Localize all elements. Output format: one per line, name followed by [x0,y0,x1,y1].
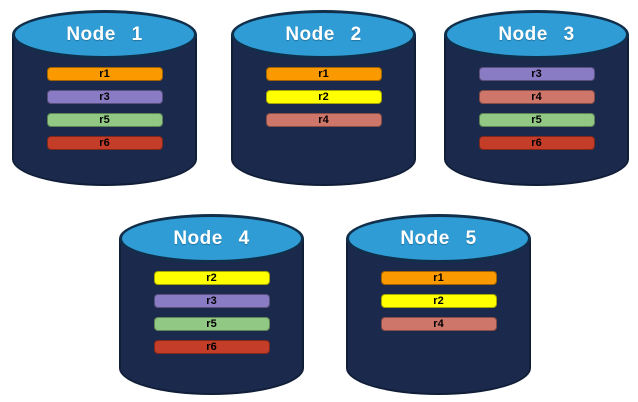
replica-bar: r4 [265,113,382,127]
cylinder-top-ellipse: Node 2 [231,10,416,59]
cylinder-top-ellipse: Node 3 [444,10,629,59]
replica-bar: r3 [153,294,270,308]
cylinder-body [346,238,531,395]
replica-bar: r6 [153,340,270,354]
node-cylinder: Node 1 r1 r3 r5 r6 [12,10,197,186]
replica-bar: r5 [478,113,595,127]
node-cylinder: Node 2 r1 r2 r4 [231,10,416,186]
replica-bar: r5 [153,317,270,331]
cylinder-top-ellipse: Node 4 [119,214,304,263]
replica-list: r1 r2 r4 [265,67,382,127]
node-title: Node 4 [173,227,250,249]
replica-list: r3 r4 r5 r6 [478,67,595,150]
node-title: Node 1 [66,23,143,45]
node-cylinder: Node 4 r2 r3 r5 r6 [119,214,304,395]
replica-list: r1 r3 r5 r6 [46,67,163,150]
node-title: Node 5 [400,227,477,249]
replica-bar: r6 [46,136,163,150]
replica-bar: r1 [46,67,163,81]
cylinder-body [444,34,629,186]
replica-bar: r3 [478,67,595,81]
replica-bar: r4 [380,317,497,331]
cylinder-body [119,238,304,395]
replica-bar: r3 [46,90,163,104]
node-title: Node 3 [498,23,575,45]
cylinder-top-ellipse: Node 1 [12,10,197,59]
replica-bar: r5 [46,113,163,127]
replica-bar: r1 [265,67,382,81]
node-cylinder: Node 5 r1 r2 r4 [346,214,531,395]
replica-list: r1 r2 r4 [380,271,497,331]
replica-bar: r4 [478,90,595,104]
replica-bar: r2 [380,294,497,308]
replica-list: r2 r3 r5 r6 [153,271,270,354]
replica-bar: r2 [153,271,270,285]
cylinder-body [231,34,416,186]
node-title: Node 2 [285,23,362,45]
cylinder-top-ellipse: Node 5 [346,214,531,263]
node-cylinder: Node 3 r3 r4 r5 r6 [444,10,629,186]
replica-bar: r6 [478,136,595,150]
replica-bar: r1 [380,271,497,285]
replica-bar: r2 [265,90,382,104]
